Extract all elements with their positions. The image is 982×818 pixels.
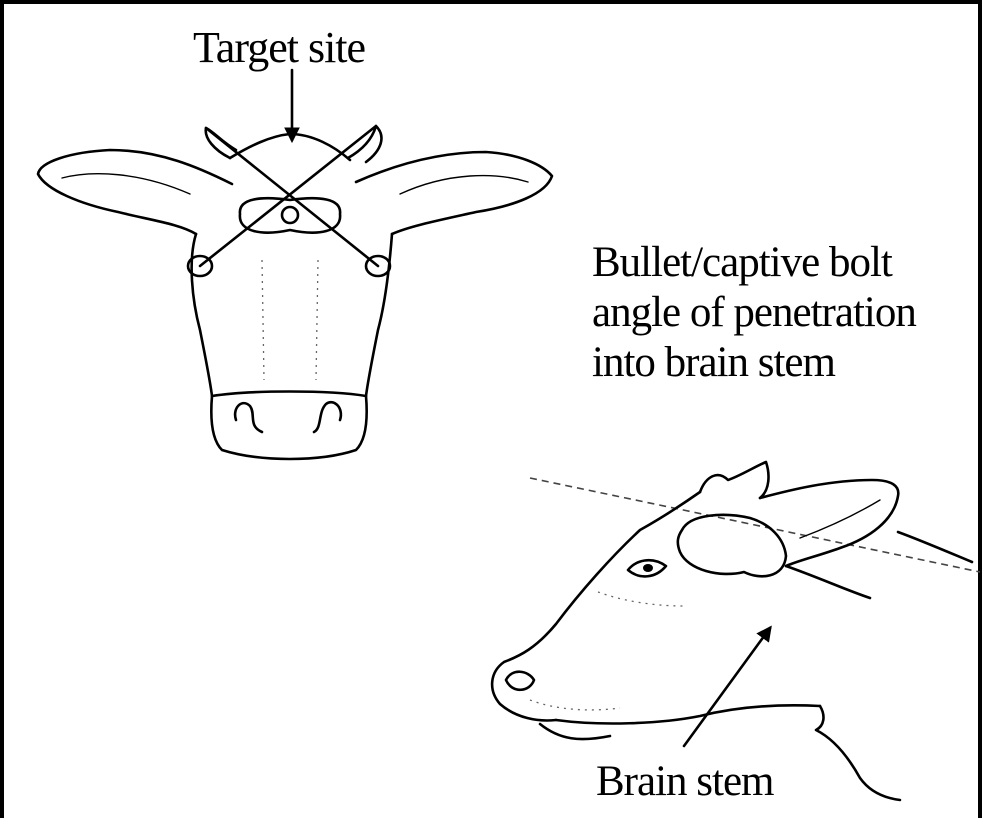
target-site-marker (282, 207, 298, 223)
bullet-trajectory-line (530, 478, 980, 572)
cow-head-front-illustration (38, 126, 552, 459)
target-site-oval (240, 198, 340, 232)
left-nostril (235, 403, 262, 432)
brain-stem-arrow (684, 628, 770, 746)
target-line-1 (206, 128, 378, 266)
right-ear-inner (400, 176, 528, 194)
target-line-2 (200, 126, 376, 266)
right-ear (356, 152, 552, 234)
dewlap (816, 706, 900, 800)
cheek-dots (598, 592, 684, 606)
head-top (492, 492, 700, 720)
face-shading-1 (262, 260, 264, 380)
muzzle-dots (530, 700, 620, 710)
side-ear (760, 480, 898, 566)
jaw-line (556, 705, 820, 723)
side-ear-inner (800, 500, 880, 538)
side-horn (700, 462, 768, 498)
neck-upper (786, 566, 870, 598)
mouth-line (540, 724, 610, 739)
right-nostril (314, 402, 341, 432)
side-eye-pupil (643, 564, 653, 572)
left-ear-inner (62, 174, 190, 194)
side-forehead-oval (678, 515, 786, 576)
side-nostril (506, 672, 534, 690)
left-ear (38, 150, 232, 234)
cow-head-side-illustration (492, 462, 980, 800)
face-shading-2 (316, 260, 318, 380)
face-outline (192, 234, 392, 459)
poll (230, 134, 350, 160)
muzzle-line (212, 392, 366, 397)
